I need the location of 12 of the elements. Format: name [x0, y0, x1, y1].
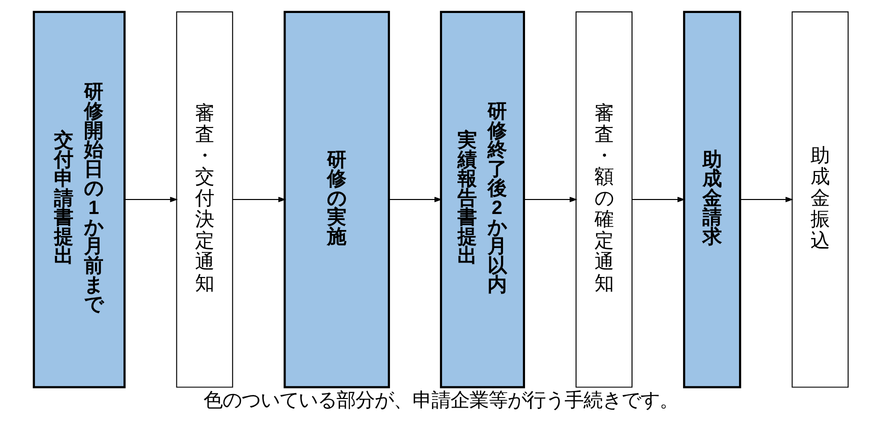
node-box: 研修の実施 — [283, 10, 390, 388]
node-box: 審査・交付決定通知 — [176, 11, 233, 388]
arrow — [631, 196, 685, 202]
arrow — [232, 196, 286, 202]
node-box: 助成金振込 — [791, 11, 848, 388]
node-box: 助成金請求 — [682, 10, 741, 388]
arrow — [739, 196, 793, 202]
arrow — [523, 196, 577, 202]
arrow — [388, 196, 442, 202]
arrow — [124, 196, 178, 202]
caption: 色のついている部分が、申請企業等が行う手続きです。 — [203, 390, 678, 412]
node-box: 審査・額の確定通知 — [575, 11, 632, 388]
